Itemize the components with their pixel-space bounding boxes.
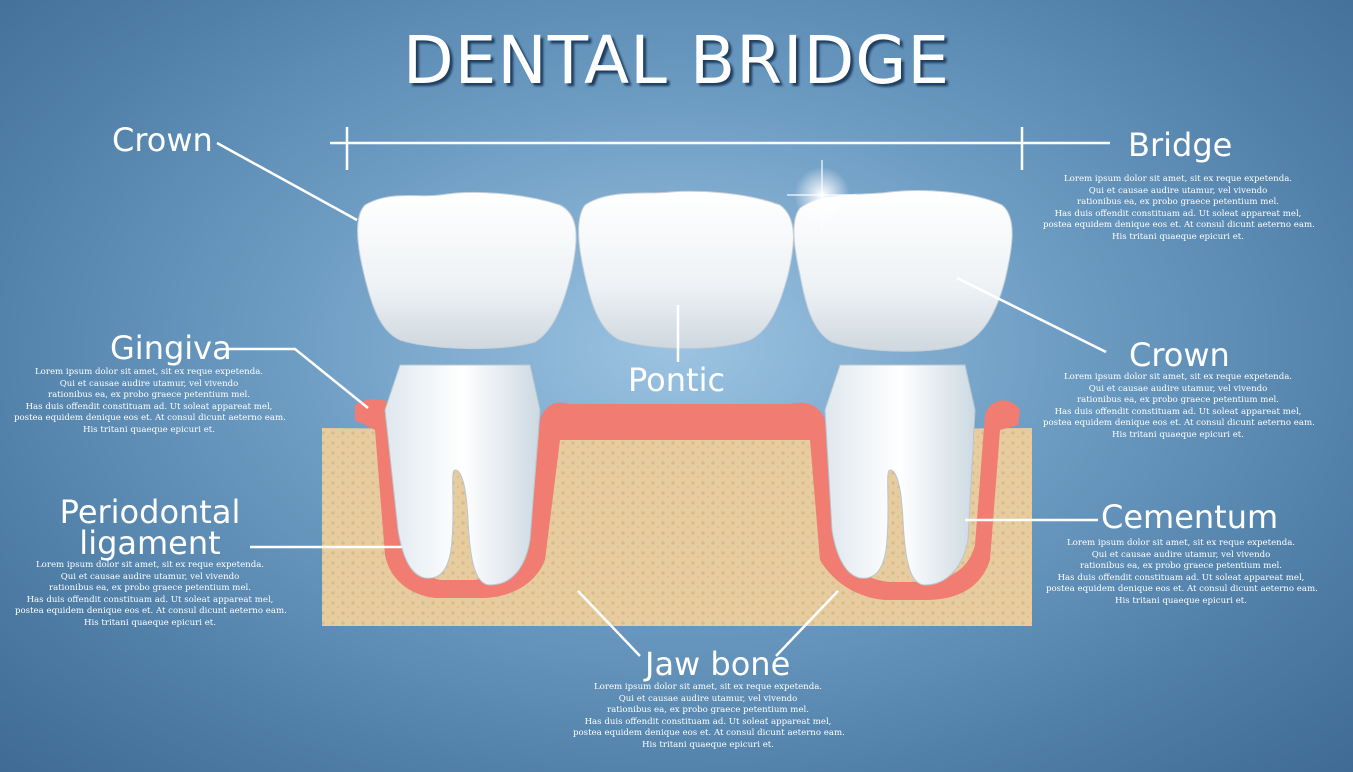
desc-line: Lorem ipsum dolor sit amet, sit ex reque… — [35, 560, 265, 570]
gingiva-shape — [355, 398, 1020, 600]
desc-line: postea equidem denique eos et. At consul… — [15, 606, 287, 617]
desc-line: postea equidem denique eos et. At consul… — [14, 413, 286, 424]
desc-line: His tritani quaeque epicuri et. — [1112, 429, 1244, 440]
desc-line: rationibus ea, ex probo graece petentium… — [47, 390, 251, 401]
gingiva-description: Lorem ipsum dolor sit amet, sit ex reque… — [14, 367, 286, 437]
crown-right-shape — [793, 190, 1013, 352]
desc-line: Lorem ipsum dolor sit amet, sit ex reque… — [34, 367, 264, 377]
page-title: DENTAL BRIDGE — [402, 22, 951, 99]
desc-line: Qui et causae audire utamur, vel vivendo — [618, 693, 798, 704]
desc-line: postea equidem denique eos et. At consul… — [1046, 584, 1318, 595]
desc-line: rationibus ea, ex probo graece petentium… — [1079, 561, 1283, 572]
desc-line: Lorem ipsum dolor sit amet, sit ex reque… — [1063, 372, 1293, 382]
abutment-tooth-left — [384, 364, 541, 586]
desc-line: postea equidem denique eos et. At consul… — [1043, 418, 1315, 429]
gingiva-label: Gingiva — [110, 329, 232, 367]
desc-line: Qui et causae audire utamur, vel vivendo — [1088, 185, 1268, 196]
desc-line: rationibus ea, ex probo graece petentium… — [1076, 197, 1280, 208]
bridge-span-line — [330, 127, 1110, 170]
desc-line: Has duis offendit constituam ad. Ut sole… — [1054, 208, 1302, 219]
desc-line: Qui et causae audire utamur, vel vivendo — [1088, 383, 1268, 394]
desc-line: Has duis offendit constituam ad. Ut sole… — [25, 401, 273, 412]
desc-line: rationibus ea, ex probo graece petentium… — [48, 583, 252, 594]
cementum-label: Cementum — [1101, 498, 1279, 536]
desc-line: His tritani quaeque epicuri et. — [84, 617, 216, 628]
desc-line: Qui et causae audire utamur, vel vivendo — [60, 571, 240, 582]
bridge-label: Bridge — [1128, 126, 1233, 164]
crown-right-description: Lorem ipsum dolor sit amet, sit ex reque… — [1043, 372, 1315, 442]
jaw-bone-description: Lorem ipsum dolor sit amet, sit ex reque… — [573, 682, 845, 752]
periodontal-label-line2: ligament — [79, 524, 221, 562]
desc-line: Lorem ipsum dolor sit amet, sit ex reque… — [1063, 174, 1293, 184]
cementum-description: Lorem ipsum dolor sit amet, sit ex reque… — [1046, 538, 1318, 608]
desc-line: His tritani quaeque epicuri et. — [83, 424, 215, 435]
desc-line: postea equidem denique eos et. At consul… — [573, 728, 845, 739]
desc-line: His tritani quaeque epicuri et. — [1115, 595, 1247, 606]
desc-line: Qui et causae audire utamur, vel vivendo — [59, 378, 239, 389]
crown-right-label: Crown — [1129, 336, 1230, 374]
periodontal-description: Lorem ipsum dolor sit amet, sit ex reque… — [15, 560, 287, 630]
periodontal-label-line1: Periodontal — [59, 493, 241, 531]
desc-line: His tritani quaeque epicuri et. — [642, 739, 774, 750]
abutment-tooth-right — [824, 364, 976, 586]
bridge-description: Lorem ipsum dolor sit amet, sit ex reque… — [1043, 174, 1315, 244]
crown-left-shape — [357, 191, 577, 350]
desc-line: rationibus ea, ex probo graece petentium… — [606, 705, 810, 716]
desc-line: Lorem ipsum dolor sit amet, sit ex reque… — [1066, 538, 1296, 548]
leader-lines — [216, 141, 1107, 657]
desc-line: Qui et causae audire utamur, vel vivendo — [1091, 549, 1271, 560]
sparkle-highlight — [787, 160, 857, 230]
pontic-label: Pontic — [628, 361, 726, 399]
desc-line: Lorem ipsum dolor sit amet, sit ex reque… — [593, 682, 823, 692]
desc-line: Has duis offendit constituam ad. Ut sole… — [1057, 572, 1305, 583]
desc-line: His tritani quaeque epicuri et. — [1112, 231, 1244, 242]
jaw-bone-label: Jaw bone — [645, 645, 791, 683]
crown-pontic-shape — [577, 190, 794, 349]
crown-left-label: Crown — [112, 121, 213, 159]
desc-line: Has duis offendit constituam ad. Ut sole… — [584, 716, 832, 727]
desc-line: rationibus ea, ex probo graece petentium… — [1076, 395, 1280, 406]
desc-line: Has duis offendit constituam ad. Ut sole… — [1054, 406, 1302, 417]
desc-line: Has duis offendit constituam ad. Ut sole… — [26, 594, 274, 605]
desc-line: postea equidem denique eos et. At consul… — [1043, 220, 1315, 231]
periodontal-ligament-label: Periodontal ligament — [20, 493, 280, 562]
